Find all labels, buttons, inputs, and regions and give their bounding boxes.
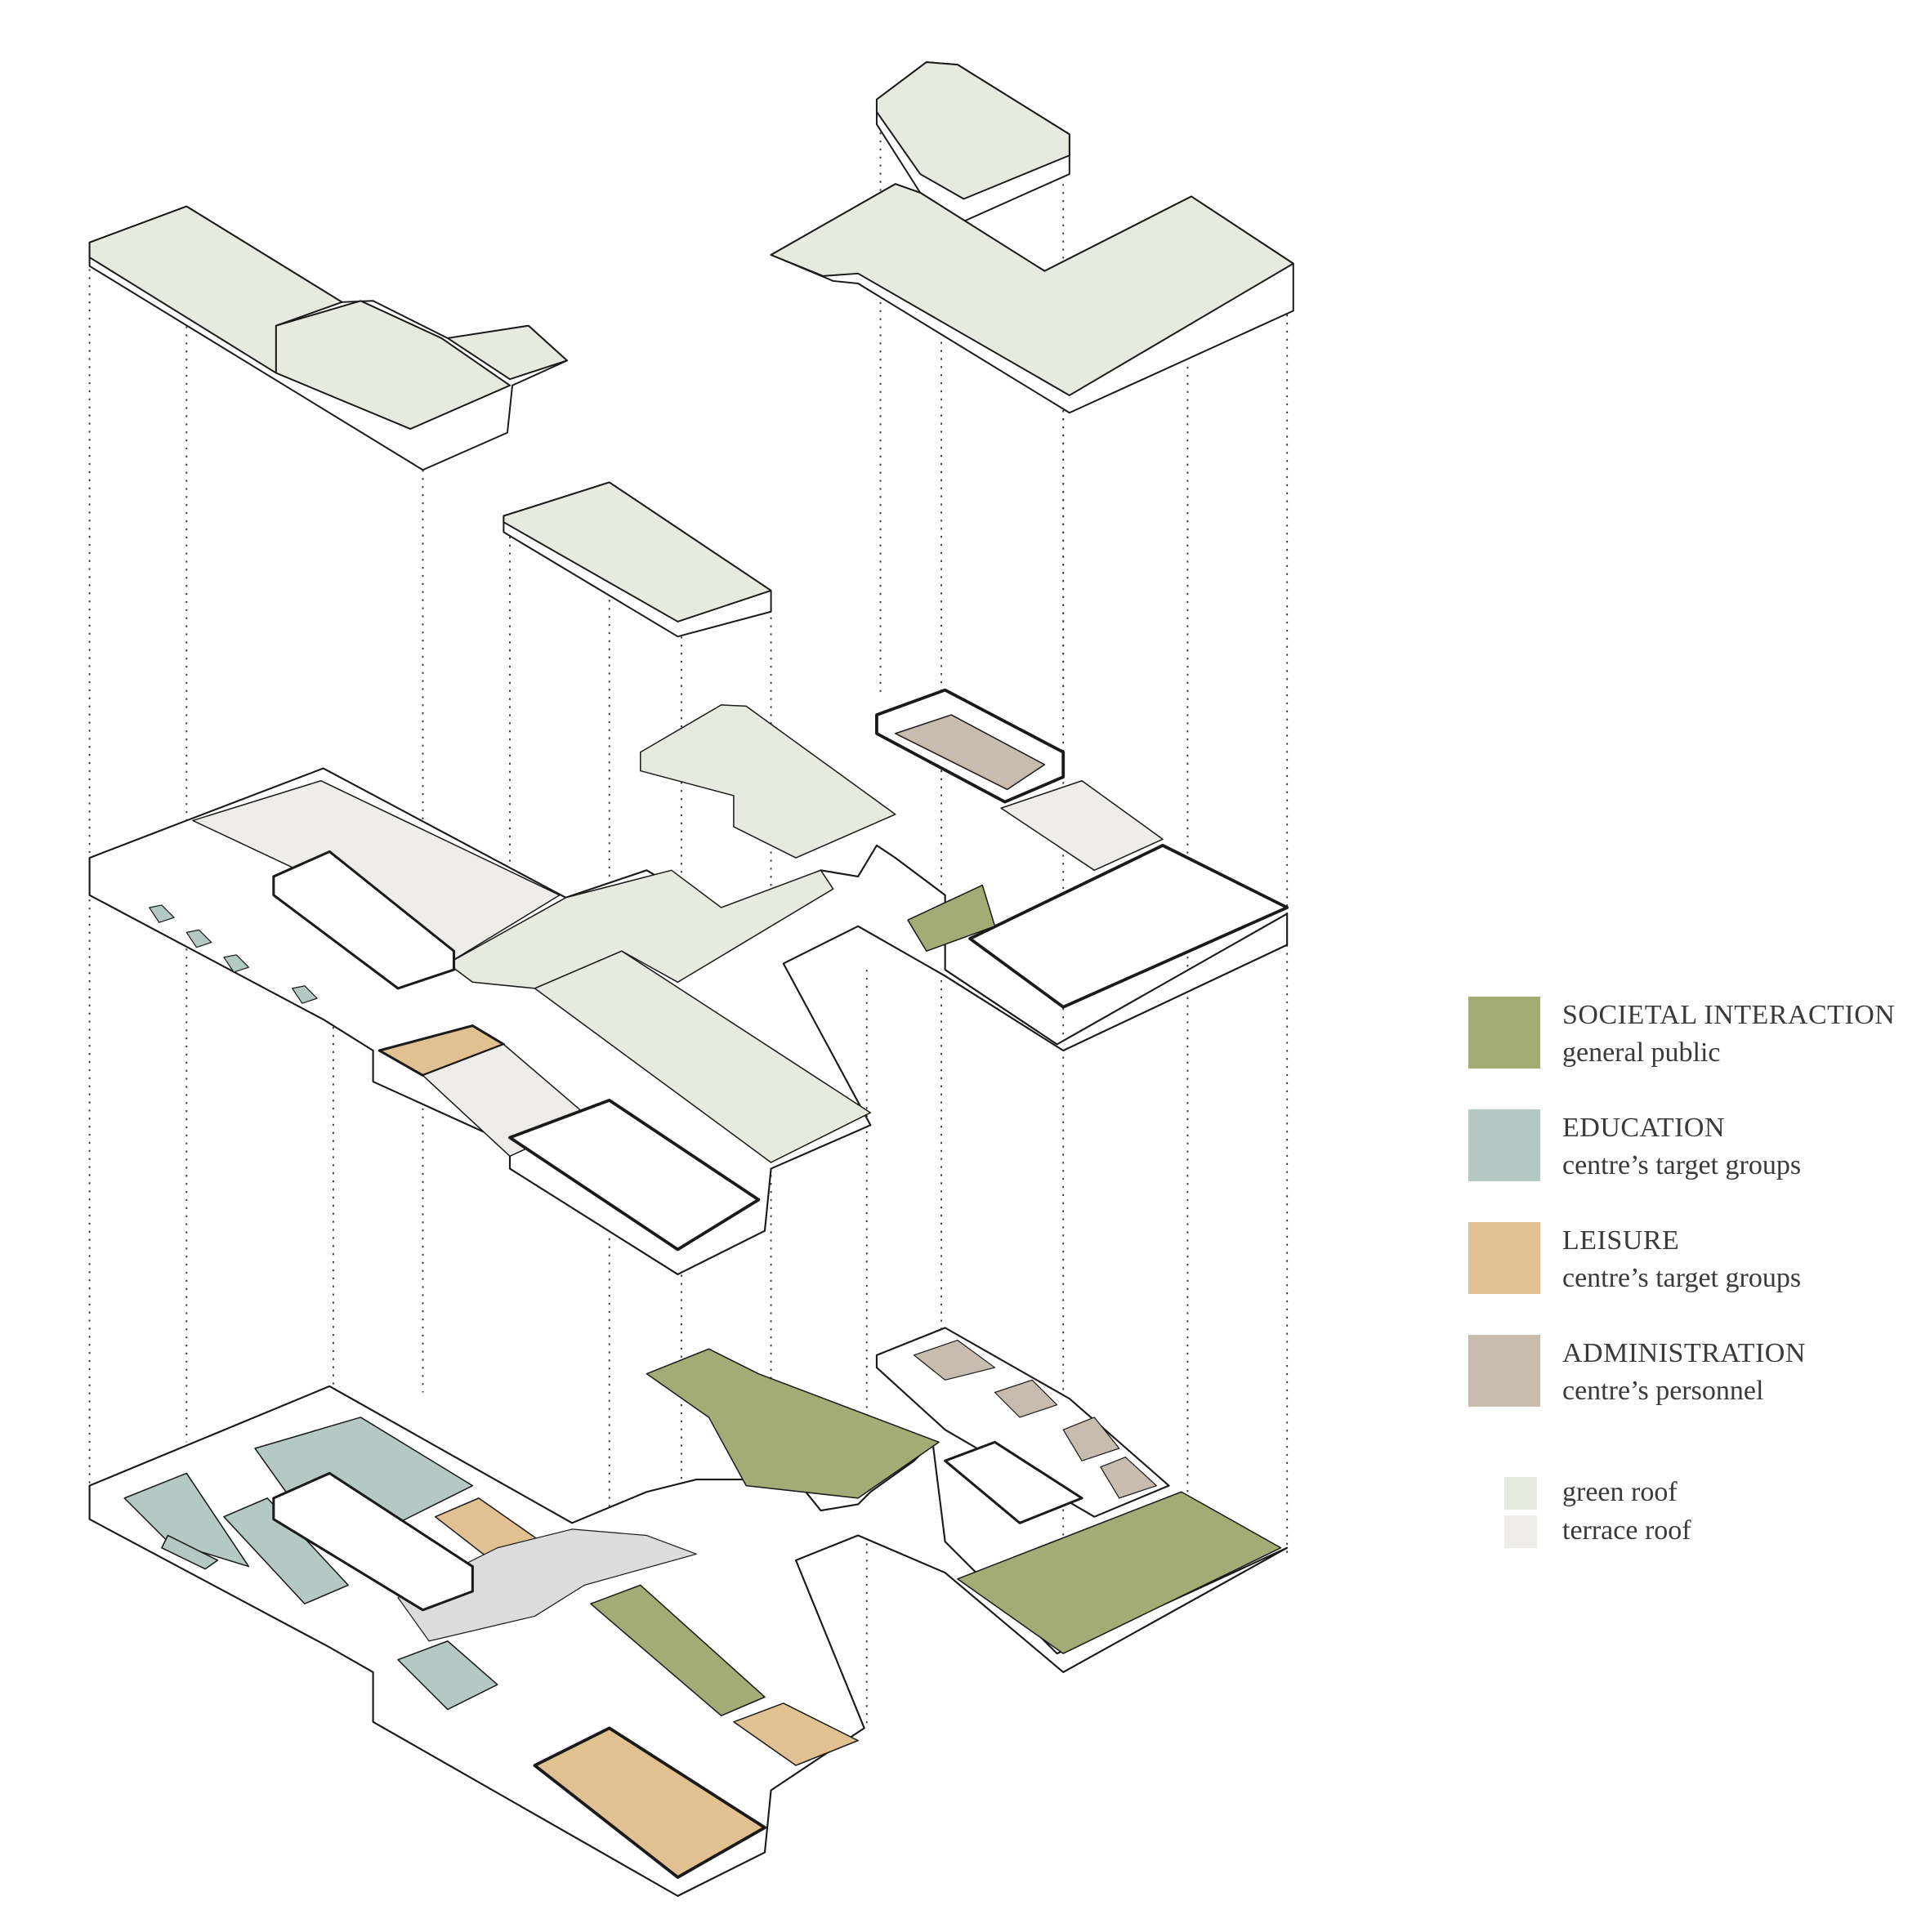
legend-title: SOCIETAL INTERACTION bbox=[1562, 1000, 1896, 1030]
legend-label: green roof bbox=[1562, 1477, 1678, 1507]
upper-floor-plan bbox=[88, 688, 1289, 1275]
legend-title: ADMINISTRATION bbox=[1562, 1338, 1806, 1368]
legend-subtitle: centre’s target groups bbox=[1562, 1263, 1802, 1293]
legend-subtitle: centre’s personnel bbox=[1562, 1376, 1764, 1406]
legend-label: terrace roof bbox=[1562, 1515, 1691, 1546]
legend-title: LEISURE bbox=[1562, 1225, 1680, 1256]
legend-item-administration: ADMINISTRATION centre’s personnel bbox=[1468, 1335, 1926, 1408]
roof-middle bbox=[503, 481, 772, 638]
swatch-green-roof bbox=[1504, 1477, 1537, 1510]
legend-item-education: EDUCATION centre’s target groups bbox=[1468, 1109, 1926, 1183]
legend-title: EDUCATION bbox=[1562, 1113, 1726, 1143]
legend-subtitle: centre’s target groups bbox=[1562, 1150, 1802, 1180]
roof-top-right bbox=[770, 61, 1294, 414]
swatch-terrace-roof bbox=[1504, 1515, 1537, 1548]
swatch-education bbox=[1468, 1109, 1540, 1181]
legend-subtitle: general public bbox=[1562, 1037, 1721, 1068]
roof-top-left bbox=[88, 205, 568, 471]
legend-item-leisure: LEISURE centre’s target groups bbox=[1468, 1222, 1926, 1296]
legend-item-societal-interaction: SOCIETAL INTERACTION general public bbox=[1468, 997, 1926, 1070]
ground-floor-plan bbox=[88, 1327, 1289, 1897]
swatch-administration bbox=[1468, 1335, 1540, 1407]
swatch-societal-interaction bbox=[1468, 997, 1540, 1069]
swatch-leisure bbox=[1468, 1222, 1540, 1294]
